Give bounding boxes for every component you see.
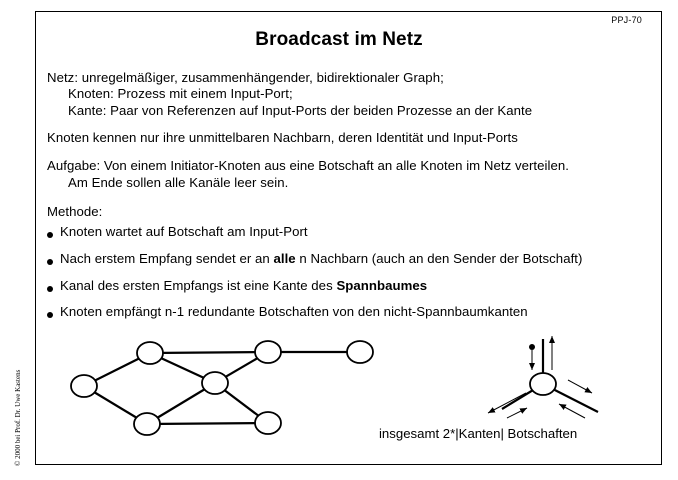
bullet-dot [47,312,53,318]
task-statement: Aufgabe: Von einem Initiator-Knoten aus … [47,158,569,173]
graph-edge [146,421,269,426]
task-statement-continued: Am Ende sollen alle Kanäle leer sein. [68,175,289,190]
method-bullet-3: Kanal des ersten Empfangs ist eine Kante… [60,278,428,293]
emphasis-spannbaumes: Spannbaumes [336,278,428,293]
bullet-dot [47,259,53,265]
figure-caption: insgesamt 2*|Kanten| Botschaften [379,426,578,441]
method-bullet-2: Nach erstem Empfang sendet er an alle n … [60,251,583,266]
slide-frame [35,11,662,465]
graph-node [136,341,164,365]
detail-node [529,372,557,396]
knowledge-statement: Knoten kennen nur ihre unmittelbaren Nac… [47,130,518,145]
graph-node [133,412,161,436]
emphasis-alle: alle [273,251,296,266]
graph-node [201,371,229,395]
outgoing-message-arrow [567,379,593,394]
graph-node [70,374,98,398]
method-bullet-4: Knoten empfängt n-1 redundante Botschaft… [60,304,528,319]
slide-title: Broadcast im Netz [255,29,423,50]
knoten-definition: Knoten: Prozess mit einem Input-Port; [68,86,293,101]
broadcast-node-detail [487,336,599,419]
graph-node [346,340,374,364]
graph-node [254,411,282,435]
bullet-dot [47,232,53,238]
bullet-dot [47,286,53,292]
graph-edge [149,350,269,355]
incoming-message-arrow [558,403,586,419]
kante-definition: Kante: Paar von Referenzen auf Input-Por… [68,103,533,118]
incoming-message-arrow [506,407,528,419]
copyright-notice: © 2000 bei Prof. Dr. Uwe Kastens [14,369,22,466]
method-bullet-1: Knoten wartet auf Botschaft am Input-Por… [60,224,308,239]
graph-nodes [70,340,374,436]
netz-definition: Netz: unregelmäßiger, zusammenhängender,… [47,70,444,85]
outgoing-message-arrow [487,392,527,414]
initiator-dot [529,344,535,350]
method-label: Methode: [47,204,103,219]
graph-node [254,340,282,364]
slide-id: PPJ-70 [611,15,642,25]
